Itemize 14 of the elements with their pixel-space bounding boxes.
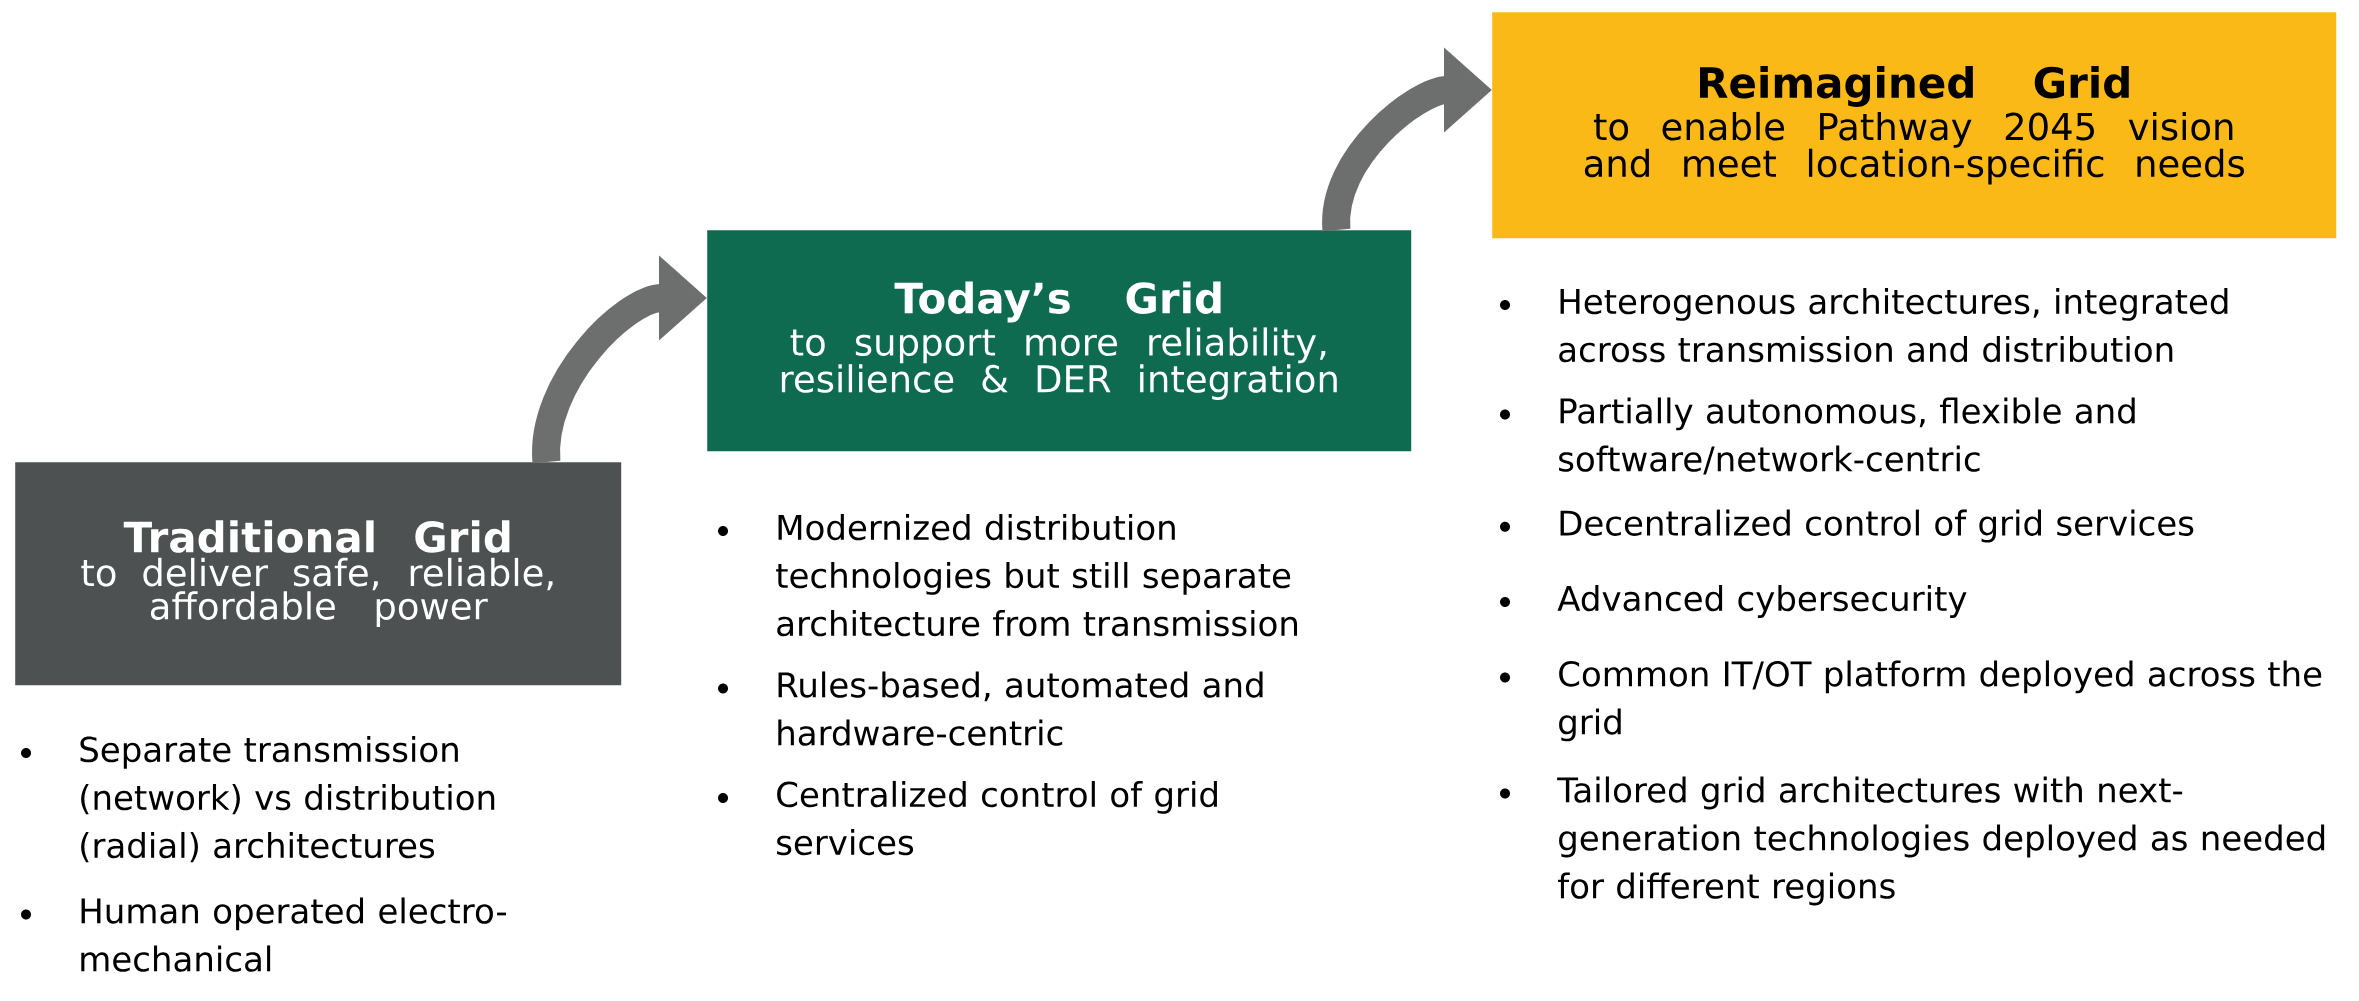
grid-stage-box: Today’s Grid to support more reliability, resilience & DER integration — [707, 230, 1412, 452]
grid-stage-box: Traditional Grid to deliver safe, reliable, affordable power — [15, 462, 622, 686]
bullet-text: Heterogenous architectures, integrated across transmission and distribution — [1559, 287, 2228, 363]
grid-stage-box: Reimagined Grid to enable Pathway 2045 vision and meet location-specific needs — [1492, 12, 2337, 239]
bullet-text: Partially autonomous, flexible and software/network-centric — [1559, 397, 2135, 475]
bullet-text: Tailored grid architectures with next-generation technologies deployed as needed for different regions — [1557, 776, 2325, 906]
bullet-text: Human operated electro-mechanical — [81, 897, 507, 972]
bullet-text: Decentralized control of grid services — [1560, 509, 2194, 543]
bullet-text: Centralized control of grid services — [777, 780, 1217, 856]
bullet-text: Advanced cybersecurity — [1557, 585, 1967, 618]
bullet-text: Modernized distribution technologies but still separate architecture from transmission — [776, 513, 1298, 637]
bullet-text: Separate transmission (network) vs distribution (radial) architectures — [80, 735, 495, 863]
bullet-text: Rules-based, automated and hardware-centric — [778, 671, 1263, 746]
bullet-text: Common IT/OT platform deployed across the grid — [1559, 660, 2322, 742]
